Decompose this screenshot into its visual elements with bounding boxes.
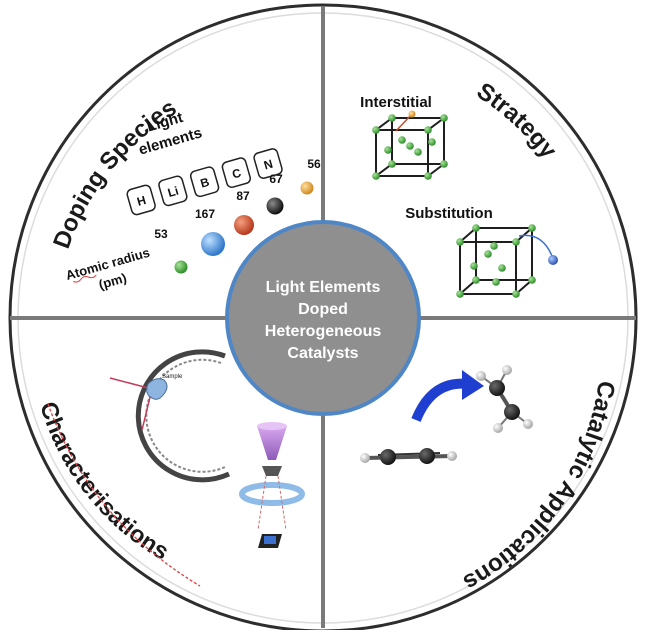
element-box-c: C (221, 157, 252, 189)
svg-text:C: C (231, 166, 244, 182)
acetylene-molecule (360, 448, 457, 465)
substitution-dopant (548, 255, 558, 265)
element-boxes: H Li B C N (126, 148, 283, 216)
atom-li-sphere (201, 232, 225, 256)
microscope-illustration (239, 422, 305, 548)
svg-text:(pm): (pm) (97, 270, 128, 292)
element-box-li: Li (158, 175, 188, 207)
radius-value-h: 53 (154, 227, 168, 241)
atom-n-sphere (300, 181, 314, 195)
radius-values: 53 167 87 67 56 (154, 157, 321, 241)
substitution-atoms (456, 224, 536, 298)
element-box-b: B (189, 166, 220, 198)
interstitial-pointer (395, 113, 413, 132)
interstitial-dopant (408, 110, 416, 118)
element-box-n: N (253, 148, 283, 179)
center-circle (225, 220, 421, 416)
svg-text:H: H (135, 193, 147, 209)
spellcheck-underline (47, 403, 201, 587)
reaction-arrowhead (462, 370, 484, 400)
atom-c-sphere (266, 197, 284, 215)
atom-h-sphere (174, 260, 188, 274)
substitution-label: Substitution (405, 205, 492, 222)
element-box-h: H (126, 184, 156, 216)
center-title-line-1: Light Elements (266, 279, 381, 296)
substitution-pointer (518, 234, 553, 257)
ethylene-molecule (476, 365, 533, 433)
center-title-line-2: Doped (298, 301, 348, 318)
radius-value-n: 56 (307, 157, 321, 171)
sample-label: Sample (162, 374, 183, 380)
svg-text:B: B (199, 175, 212, 191)
center-title-line-3: Heterogeneous (265, 323, 382, 340)
center-title-line-4: Catalysts (287, 345, 358, 362)
center-title: Light Elements Doped Heterogeneous Catal… (265, 279, 382, 362)
interstitial-atoms (372, 114, 448, 180)
radius-value-c: 67 (269, 172, 283, 186)
radius-value-li: 167 (195, 207, 215, 221)
reaction-arrow (411, 378, 469, 422)
svg-text:Li: Li (166, 184, 180, 200)
radius-value-b: 87 (236, 189, 250, 203)
atom-b-sphere (234, 215, 254, 235)
xrd-diffractometer: Sample (109, 349, 231, 483)
interstitial-label: Interstitial (360, 94, 432, 111)
svg-text:N: N (262, 157, 274, 173)
